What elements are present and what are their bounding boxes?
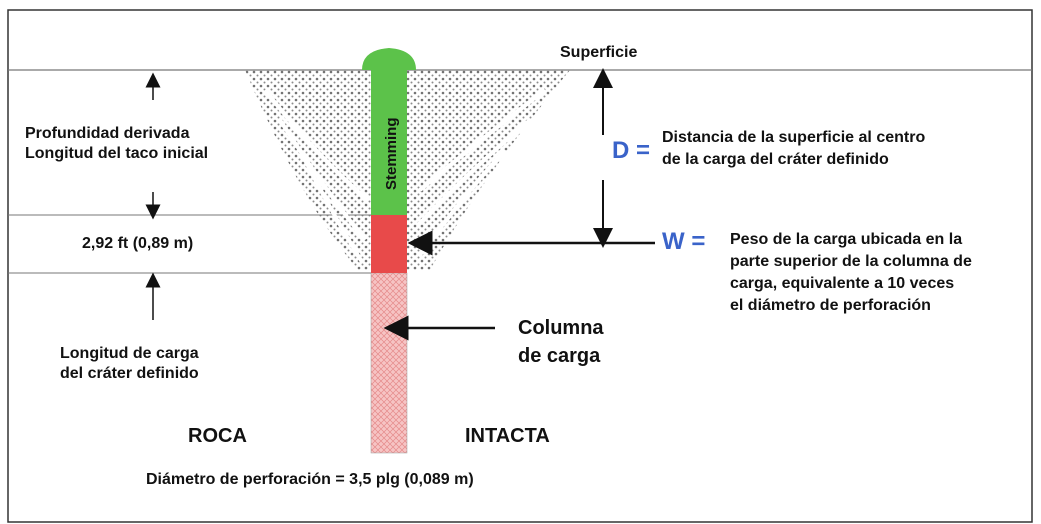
w-desc-line4: el diámetro de perforación — [730, 297, 931, 314]
rock-right-label: INTACTA — [465, 425, 550, 447]
stemming-label: Stemming — [383, 117, 400, 190]
charge-top-block — [371, 215, 407, 273]
crater-zone — [245, 70, 570, 270]
d-symbol: D = — [612, 137, 651, 164]
left-bottom-line1: Longitud de carga — [60, 345, 199, 362]
column-label-line1: Columna — [518, 317, 604, 339]
w-desc-line1: Peso de la carga ubicada en la — [730, 231, 963, 248]
surface-label: Superficie — [560, 44, 638, 61]
w-desc-line2: parte superior de la columna de — [730, 253, 972, 270]
diameter-label: Diámetro de perforación = 3,5 plg (0,089… — [146, 471, 474, 488]
d-desc-line1: Distancia de la superficie al centro — [662, 129, 926, 146]
left-measure-label: 2,92 ft (0,89 m) — [82, 235, 194, 252]
left-top-line2: Longitud del taco inicial — [25, 145, 209, 162]
stemming-cap — [362, 48, 416, 70]
left-top-line1: Profundidad derivada — [25, 125, 190, 142]
d-desc-line2: de la carga del cráter definido — [662, 151, 889, 168]
column-label-line2: de carga — [518, 345, 601, 367]
rock-left-label: ROCA — [188, 425, 247, 447]
w-desc-line3: carga, equivalente a 10 veces — [730, 275, 955, 292]
charge-column — [370, 272, 408, 454]
stemming-column — [371, 70, 407, 215]
frame-border — [7, 9, 1033, 523]
left-bottom-line2: del cráter definido — [60, 365, 199, 382]
w-symbol: W = — [662, 228, 706, 255]
